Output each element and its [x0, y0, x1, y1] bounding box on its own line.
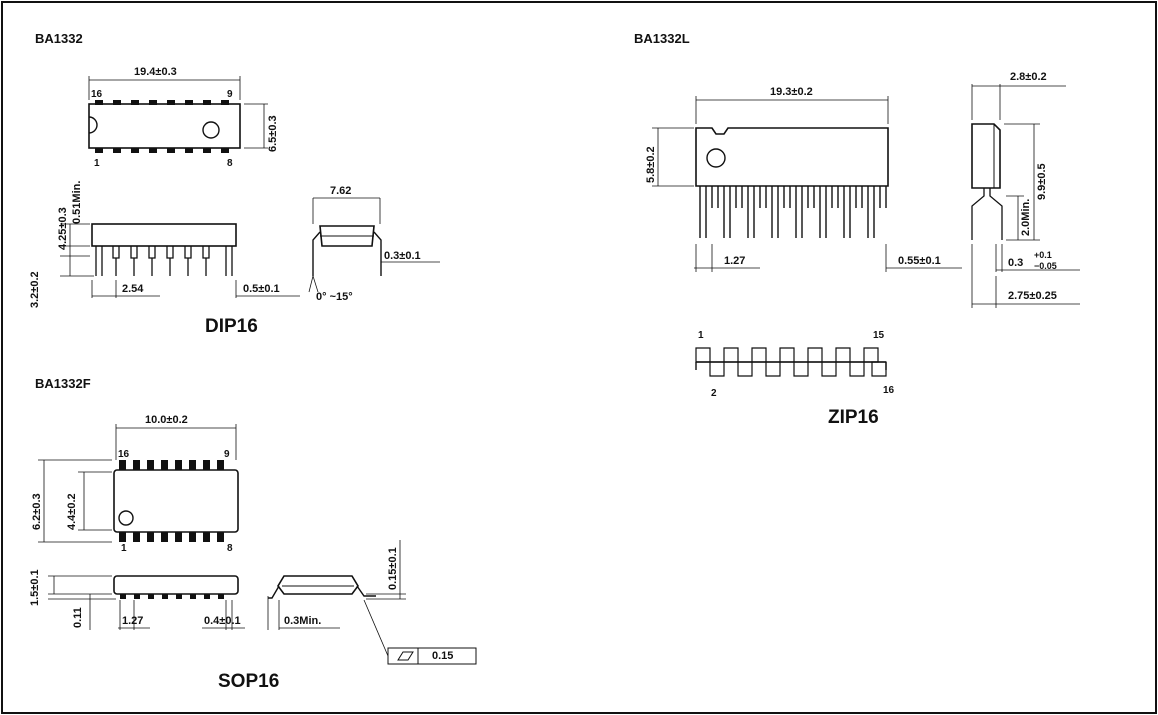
- sop-side-view: [48, 575, 245, 630]
- dip-package-name: DIP16: [205, 316, 258, 337]
- zip-lead-tolerance-plus: +0.1: [1034, 250, 1052, 260]
- zip-front-view: [652, 96, 962, 272]
- zip-side-view: [971, 84, 1080, 308]
- sop-pitch-dimension: 1.27: [122, 615, 144, 627]
- dip-lead-thickness-dimension: 0.3±0.1: [384, 250, 421, 262]
- sop-length-dimension: 10.0±0.2: [145, 414, 188, 426]
- zip-pin-15-label: 15: [873, 330, 885, 341]
- dip-top-view: [88, 76, 268, 153]
- sop-coplanarity-value: 0.15: [432, 650, 454, 662]
- zip-lead-tolerance-minus: −0.05: [1034, 261, 1057, 271]
- zip-pin-16-label: 16: [883, 385, 895, 396]
- zip-pin-2-label: 2: [711, 388, 717, 399]
- sop-overall-width-dimension: 6.2±0.3: [31, 493, 43, 530]
- dip-standoff-dimension: 0.51Min.: [71, 180, 83, 224]
- dip-row-spacing-dimension: 7.62: [330, 185, 352, 197]
- dip-lead-angle: 0° ~15°: [316, 291, 353, 303]
- zip-length-dimension: 19.3±0.2: [770, 86, 813, 98]
- sop-part-number: BA1332F: [35, 376, 91, 391]
- zip-package-name: ZIP16: [828, 407, 879, 428]
- sop-body-width-dimension: 4.4±0.2: [66, 493, 78, 530]
- zip-pitch-dimension: 1.27: [724, 255, 746, 267]
- dip-pin-9-label: 9: [227, 89, 233, 100]
- dip-pitch-dimension: 2.54: [122, 283, 144, 295]
- sop-height-dimension: 1.5±0.1: [29, 569, 41, 606]
- dip-width-dimension: 6.5±0.3: [267, 115, 279, 152]
- sop-package-name: SOP16: [218, 671, 280, 692]
- sop-end-view: [267, 540, 477, 665]
- dip-pin-1-label: 1: [94, 158, 100, 169]
- sop-pin-8-label: 8: [227, 543, 233, 554]
- zip-height-dimension: 5.8±0.2: [645, 146, 657, 183]
- sop-lead-thickness-dimension: 0.15±0.1: [387, 547, 399, 590]
- sop-pin-1-label: 1: [121, 543, 127, 554]
- dip-length-dimension: 19.4±0.3: [134, 66, 177, 78]
- zip-overall-height-dimension: 9.9±0.5: [1036, 163, 1048, 200]
- dip-height-dimension: 4.25±0.3: [57, 207, 69, 250]
- zip-lead-thickness-dimension: 0.3: [1008, 257, 1024, 269]
- zip-row-spacing-dimension: 2.75±0.25: [1008, 290, 1057, 302]
- sop-pin-16-label: 16: [118, 449, 130, 460]
- zip-part-number: BA1332L: [634, 31, 690, 46]
- zip-lead-view: [695, 347, 887, 377]
- dip-part-number: BA1332: [35, 31, 83, 46]
- dip-pin-16-label: 16: [91, 89, 103, 100]
- dip-lead-length-dimension: 3.2±0.2: [29, 271, 41, 308]
- sop-lead-length-dimension: 0.3Min.: [284, 615, 322, 627]
- sop-lead-width-dimension: 0.4±0.1: [204, 615, 241, 627]
- dip-pin-8-label: 8: [227, 158, 233, 169]
- sop-pin-9-label: 9: [224, 449, 230, 460]
- sop-standoff-dimension: 0.11: [72, 607, 84, 628]
- zip-pin-1-label: 1: [698, 330, 704, 341]
- zip-lead-min-dimension: 2.0Min.: [1020, 198, 1032, 236]
- dip-lead-width-dimension: 0.5±0.1: [243, 283, 280, 295]
- dip-side-view: [60, 223, 300, 298]
- zip-lead-width-dimension: 0.55±0.1: [898, 255, 941, 267]
- dip-end-view: [308, 197, 440, 293]
- zip-thickness-dimension: 2.8±0.2: [1010, 71, 1047, 83]
- sop-top-view: [38, 424, 239, 543]
